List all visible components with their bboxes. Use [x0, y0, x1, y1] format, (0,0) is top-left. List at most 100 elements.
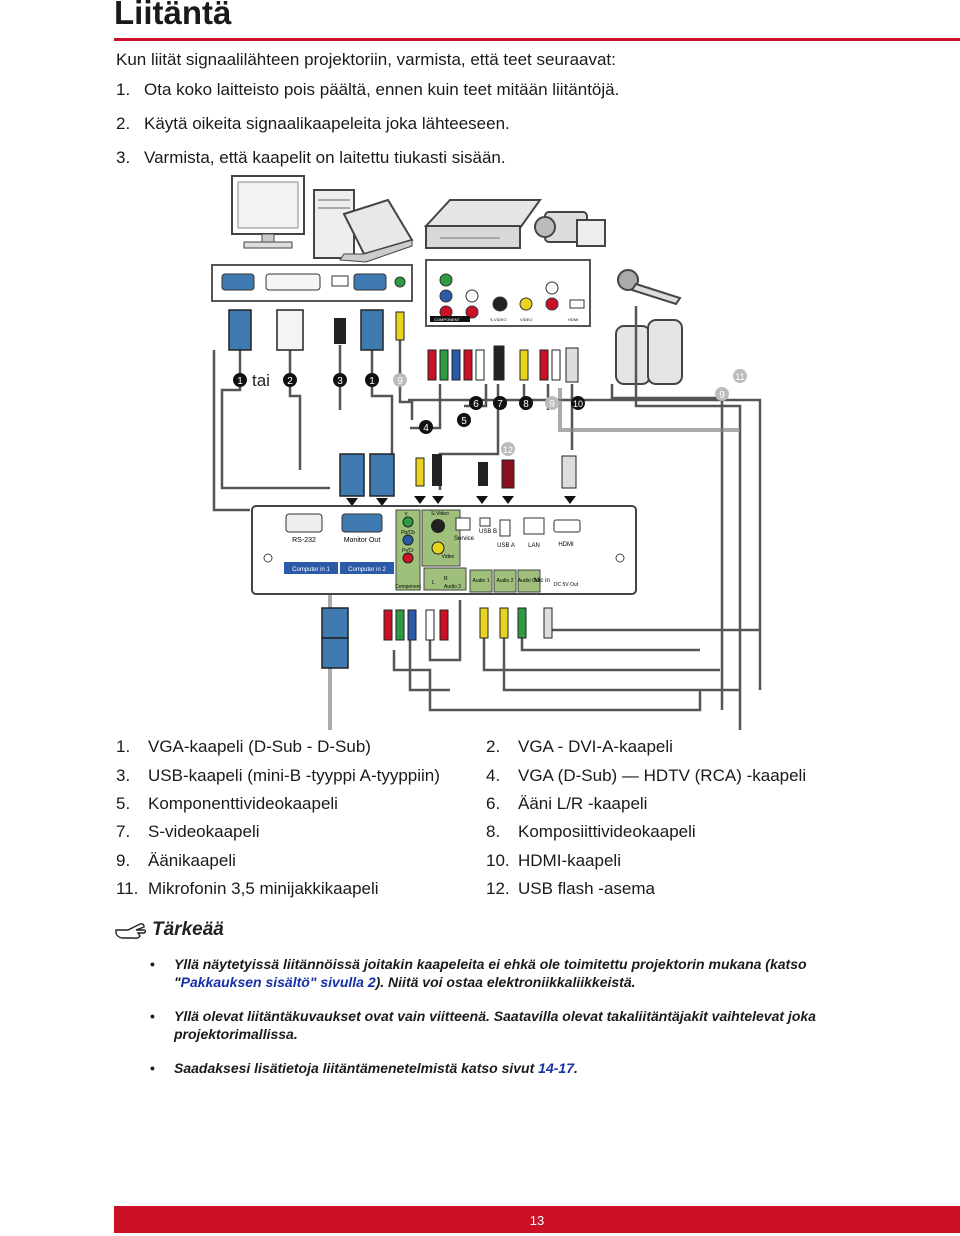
hdmi-port — [553, 519, 581, 533]
port-label: Audio 1 — [473, 578, 490, 584]
rs232-port — [285, 513, 323, 533]
legend-item: 9.Äänikaapeli — [116, 851, 486, 871]
legend-text: VGA - DVI-A-kaapeli — [518, 737, 673, 757]
port-label: Pb/Cb — [401, 530, 415, 536]
s-video-plug-icon — [432, 454, 442, 486]
cable-marker: 11 — [733, 369, 747, 383]
svg-text:10: 10 — [573, 399, 583, 409]
port-label: Video — [442, 554, 455, 560]
port-label: Mic in — [534, 578, 550, 584]
audio-out-r-port — [545, 297, 559, 311]
page-title: Liitäntä — [114, 0, 232, 31]
vga-port-icon — [353, 273, 387, 291]
composite-plug-icon — [415, 457, 425, 487]
legend-item: 7.S-videokaapeli — [116, 822, 486, 842]
step-text: Ota koko laitteisto pois päältä, ennen k… — [144, 80, 620, 99]
page-footer: 13 — [114, 1206, 960, 1233]
legend-number: 5. — [116, 793, 131, 813]
s-video-port — [431, 519, 445, 533]
step-number: 1. — [116, 80, 131, 99]
legend-number: 8. — [486, 822, 501, 842]
bullet: • — [150, 1060, 155, 1076]
legend-text: Komposiittivideokaapeli — [518, 822, 696, 842]
composite-port — [519, 297, 533, 311]
usb-b-port — [479, 517, 491, 527]
legend-item: 10.HDMI-kaapeli — [486, 851, 876, 871]
camcorder-icon — [534, 211, 606, 247]
port-label: Computer in 2 — [348, 567, 386, 573]
dvi-plug-icon — [276, 309, 304, 351]
svg-text:1: 1 — [369, 376, 375, 387]
cable-legend: 1.VGA-kaapeli (D-Sub - D-Sub) 2.VGA - DV… — [116, 733, 876, 903]
component-y-port — [402, 516, 414, 528]
audio1-port — [469, 569, 493, 593]
lan-port — [523, 517, 545, 535]
svg-text:9: 9 — [549, 399, 555, 410]
legend-item: 12.USB flash -asema — [486, 879, 876, 899]
note-item: • Yllä näytetyissä liitännöissä joitakin… — [150, 955, 860, 991]
port-label: R — [444, 576, 448, 582]
cable-marker: 5 — [457, 413, 471, 427]
legend-number: 4. — [486, 765, 501, 785]
port-label: Monitor Out — [344, 537, 381, 544]
port-label: USB A — [497, 543, 515, 549]
dvd-player-icon — [423, 199, 542, 249]
port-label: RS-232 — [292, 537, 316, 544]
note-text-part: Yllä näytetyissä liitännöissä joitakin k… — [174, 956, 807, 990]
vga-plug-icon — [321, 637, 349, 669]
package-contents-link[interactable]: Pakkauksen sisältö" sivulla 2 — [180, 974, 376, 990]
svg-text:9: 9 — [719, 390, 725, 401]
legend-item: 3.USB-kaapeli (mini-B -tyyppi A-tyyppiin… — [116, 766, 486, 786]
svg-text:6: 6 — [473, 399, 479, 410]
step-item: 3.Varmista, että kaapelit on laitettu ti… — [116, 141, 619, 175]
legend-row: 3.USB-kaapeli (mini-B -tyyppi A-tyyppiin… — [116, 761, 876, 789]
cable-marker: 10 — [571, 396, 585, 410]
computer-in-1-label-bg — [284, 562, 338, 574]
important-label: Tärkeää — [152, 919, 224, 940]
port-label: Service — [454, 536, 475, 542]
cable-marker: 7 — [493, 396, 507, 410]
bullet: • — [150, 956, 155, 972]
port-label: USB B — [479, 529, 497, 535]
legend-text: USB-kaapeli (mini-B -tyyppi A-tyyppiin) — [148, 765, 440, 785]
legend-text: S-videokaapeli — [148, 822, 260, 842]
audio-l-port — [465, 289, 479, 303]
computer-in-2-label-bg — [340, 562, 394, 574]
note-text: Yllä näytetyissä liitännöissä joitakin k… — [174, 955, 860, 991]
port-label: S-Video — [431, 511, 449, 517]
svg-text:2: 2 — [287, 376, 293, 387]
usb-port-icon — [331, 275, 349, 287]
legend-item: 2.VGA - DVI-A-kaapeli — [486, 737, 876, 757]
legend-row: 7.S-videokaapeli 8. Komposiittivideokaape… — [116, 818, 876, 846]
legend-text: HDMI-kaapeli — [518, 850, 621, 870]
legend-item: 4.VGA (D-Sub) — HDTV (RCA) -kaapeli — [486, 766, 876, 786]
pointing-hand-icon — [115, 923, 147, 939]
or-label: tai — [252, 371, 270, 390]
page-number: 13 — [529, 1213, 545, 1228]
component-y-port — [439, 273, 453, 287]
svg-text:1: 1 — [237, 376, 243, 387]
port-label: Audio 2 — [497, 578, 514, 584]
legend-row: 9.Äänikaapeli 10.HDMI-kaapeli — [116, 847, 876, 875]
audio-r-port — [465, 305, 479, 319]
vga-plug-icon — [339, 453, 365, 497]
legend-row: 1.VGA-kaapeli (D-Sub - D-Sub) 2.VGA - DV… — [116, 733, 876, 761]
audio3-area — [423, 567, 467, 591]
port-label: DC 5V Out — [554, 582, 579, 588]
audio-out-port — [517, 569, 541, 593]
step-number: 2. — [116, 114, 131, 133]
svg-text:8: 8 — [523, 399, 529, 410]
port-label: L — [432, 580, 435, 586]
cable-marker: 9 — [545, 396, 559, 410]
component-pb-port — [439, 289, 453, 303]
intro-paragraph: Kun liität signaalilähteen projektoriin,… — [116, 50, 616, 69]
step-item: 1. Ota koko laitteisto pois päältä, ennen… — [116, 73, 619, 107]
pages-link[interactable]: 14-17 — [538, 1060, 574, 1076]
note-text: Yllä olevat liitäntäkuvaukset ovat vain … — [174, 1008, 816, 1042]
connection-diagram: COMPONENT S-VIDEO VIDEO HDMI — [211, 175, 762, 730]
laptop-icon — [339, 198, 414, 263]
port-label: Pr/Cr — [402, 548, 414, 554]
cable-marker: 9 — [715, 387, 729, 401]
port-label: Component — [395, 584, 421, 590]
svg-text:3: 3 — [337, 376, 343, 387]
